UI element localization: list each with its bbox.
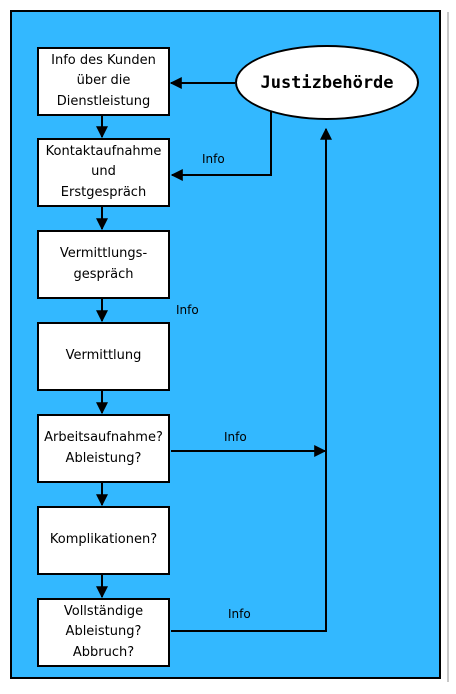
arrow-authority-step2: [170, 112, 272, 181]
info-label-contact: Info: [202, 152, 225, 166]
step-6-box: Komplikationen?: [37, 506, 170, 575]
step-7-box: Vollständige Ableistung? Abbruch?: [37, 598, 170, 667]
step-5-label: Arbeitsaufnahme? Ableistung?: [44, 430, 163, 466]
step-3-box: Vermittlungs- gespräch: [37, 230, 170, 299]
step-4-label: Vermittlung: [65, 348, 142, 364]
step-5-box: Arbeitsaufnahme? Ableistung?: [37, 414, 170, 483]
step-2-label: Kontaktaufnahme und Erstgespräch: [45, 144, 162, 200]
page-divider: [447, 12, 449, 682]
step-3-label: Vermittlungs- gespräch: [59, 246, 148, 282]
step-7-label: Vollständige Ableistung? Abbruch?: [63, 604, 144, 660]
arrow-step7-authority: [171, 127, 332, 632]
info-label-completion: Info: [228, 607, 251, 621]
step-2-box: Kontaktaufnahme und Erstgespräch: [37, 138, 170, 207]
step-1-label: Info des Kunden über die Dienstleistung: [51, 53, 156, 109]
authority-oval: Justizbehörde: [235, 45, 419, 120]
step-6-label: Komplikationen?: [49, 532, 158, 548]
step-1-box: Info des Kunden über die Dienstleistung: [37, 47, 170, 116]
step-4-box: Vermittlung: [37, 322, 170, 391]
authority-label: Justizbehörde: [260, 72, 394, 93]
info-label-work: Info: [224, 430, 247, 444]
info-label-mediation: Info: [176, 303, 199, 317]
